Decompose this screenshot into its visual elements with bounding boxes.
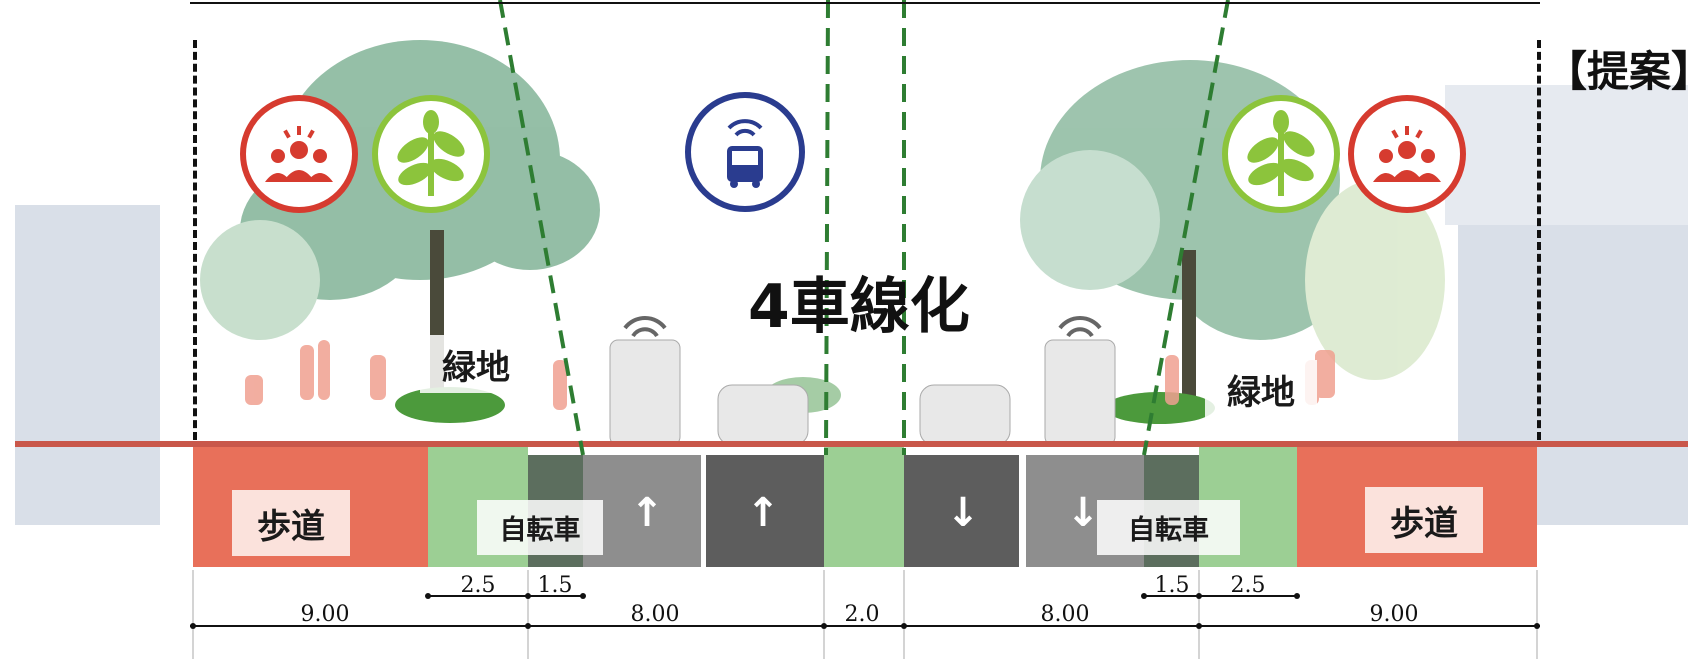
sidewalk-label-right: 歩道	[1365, 487, 1483, 553]
greenspace-label-left: 緑地	[420, 335, 532, 393]
dim-right-sidewalk: 9.00	[1369, 602, 1419, 627]
dim-left-lanes: 8.00	[630, 602, 680, 627]
right-tree-trunk	[1182, 250, 1196, 400]
dim-left-sidewalk: 9.00	[300, 602, 350, 627]
road-lane-2	[706, 455, 824, 567]
arrow-down-icon: ↓	[946, 490, 980, 536]
dim-right-green: 2.5	[1230, 573, 1266, 598]
autonomous-bus-icon	[685, 92, 805, 212]
dim-median: 2.0	[844, 602, 880, 627]
leaf-icon	[1222, 95, 1340, 213]
ground-line	[15, 441, 1688, 447]
vehicles	[609, 339, 1116, 446]
sidewalk-label-left: 歩道	[232, 490, 350, 556]
wifi-icons	[623, 316, 1102, 338]
bike-label-right: 自転車	[1097, 500, 1240, 555]
center-label: 4車線化	[748, 272, 970, 342]
title-partial: 【提案】	[1545, 47, 1688, 96]
median-green	[824, 447, 904, 567]
leaf-icon	[372, 95, 490, 213]
arrow-down-icon: ↓	[1066, 490, 1100, 536]
bike-label-left: 自転車	[477, 500, 603, 555]
people-icon	[240, 95, 358, 213]
planted-beds	[395, 387, 1215, 424]
boundary-dashed-right	[1537, 40, 1541, 440]
background-building-left	[15, 205, 160, 525]
arrow-up-icon: ↑	[746, 490, 780, 536]
boundary-dashed-left	[193, 40, 197, 440]
arrow-up-icon: ↑	[630, 490, 664, 536]
dim-right-lanes: 8.00	[1040, 602, 1090, 627]
background-building-right-top	[1445, 85, 1688, 225]
dim-right-bike: 1.5	[1154, 573, 1190, 598]
people-icon	[1348, 95, 1466, 213]
greenspace-label-right: 緑地	[1205, 360, 1317, 418]
dim-left-green: 2.5	[460, 573, 496, 598]
dim-left-bike: 1.5	[537, 573, 573, 598]
road-lane-3	[904, 455, 1019, 567]
